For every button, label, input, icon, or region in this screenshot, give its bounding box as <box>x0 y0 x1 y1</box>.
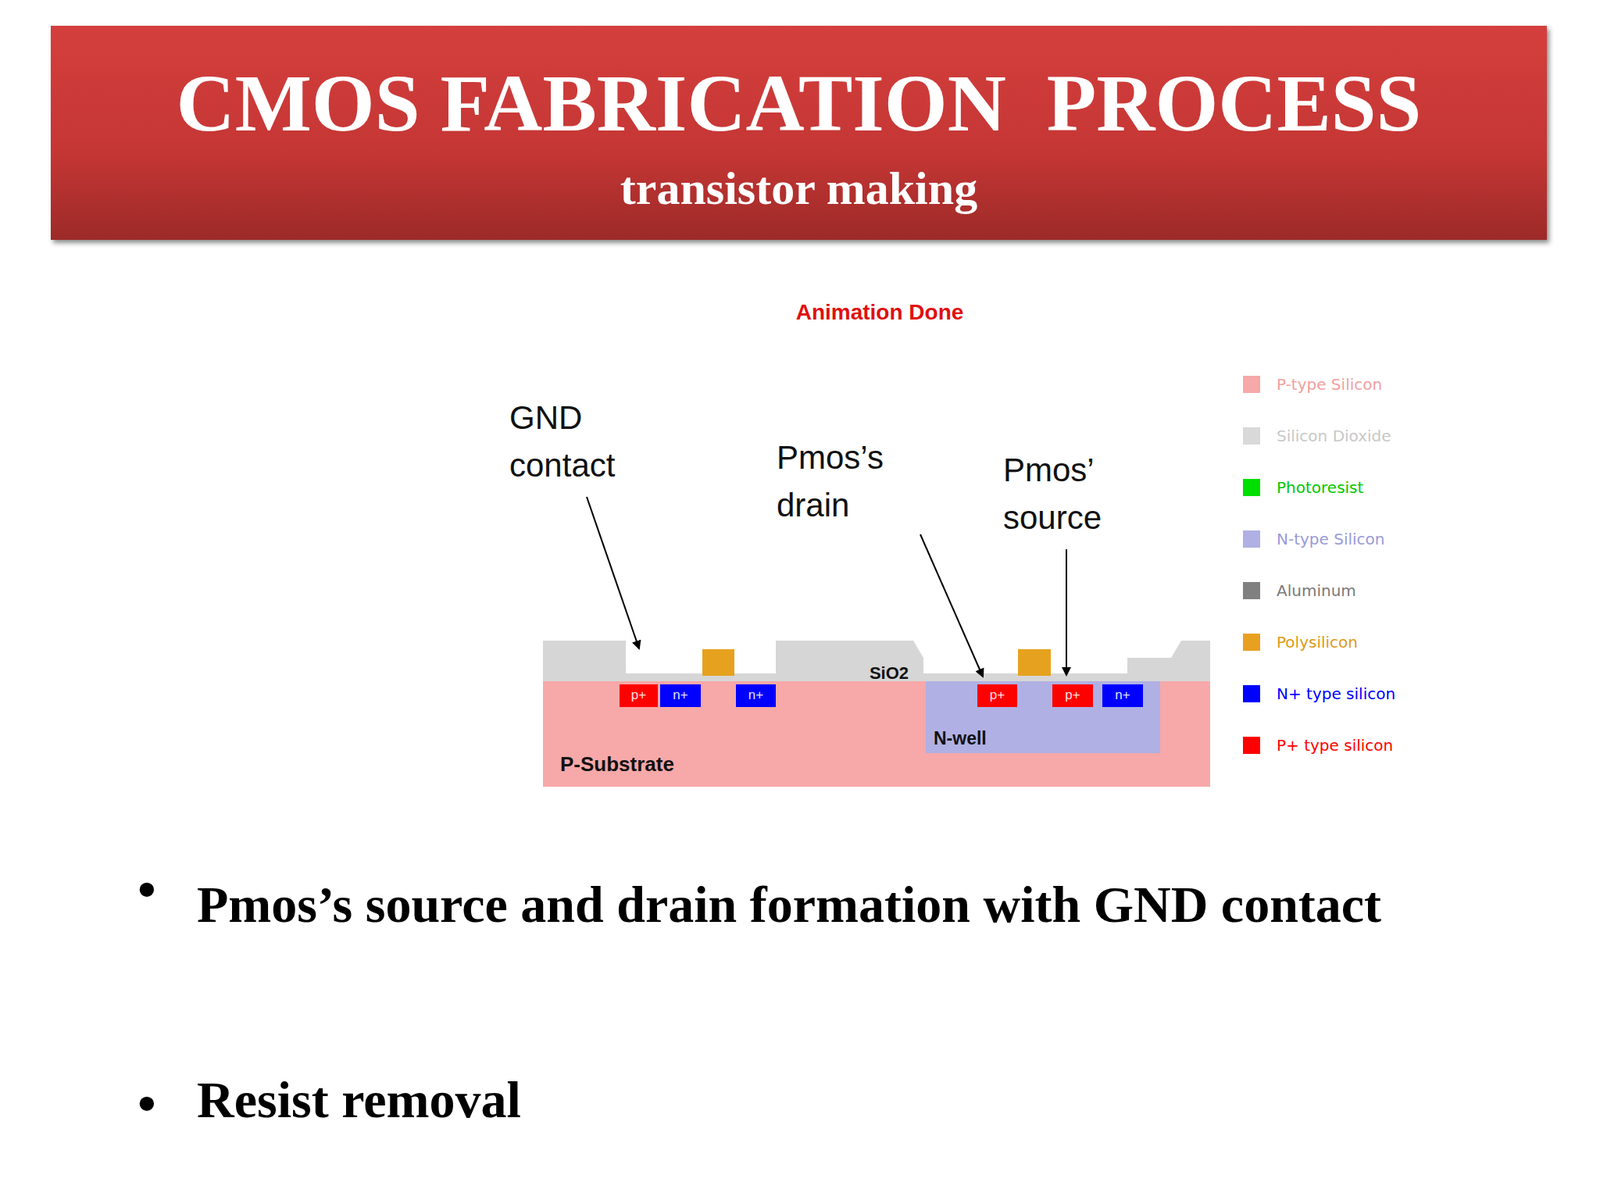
region-label: n+ <box>1114 688 1130 704</box>
n-plus-region: n+ <box>660 684 701 708</box>
bullet-text: Pmos’s source and drain formation with G… <box>196 854 1463 956</box>
bullet-mark: • <box>137 857 185 922</box>
n-plus-region: n+ <box>735 684 776 708</box>
region-label: n+ <box>748 688 764 704</box>
legend-text: P+ type silicon <box>1276 735 1393 755</box>
region-label: p+ <box>1064 688 1080 704</box>
region-label: P-Substrate <box>560 753 675 776</box>
legend-text: N-type Silicon <box>1276 529 1386 549</box>
callout-label: Pmos’s drain <box>776 434 914 530</box>
leader-arrow <box>1065 549 1068 675</box>
title-text: CMOS FABRICATION PROCESS <box>50 58 1547 148</box>
bullet-text: Resist removal <box>196 1068 1463 1131</box>
legend-swatch <box>1242 736 1261 754</box>
poly-gate <box>702 649 735 676</box>
legend-swatch <box>1242 633 1261 651</box>
legend-text: Polysilicon <box>1276 632 1358 652</box>
p-plus-region: p+ <box>1052 684 1093 708</box>
legend-text: Aluminum <box>1276 581 1357 600</box>
poly-gate <box>1017 649 1051 676</box>
legend-swatch <box>1242 375 1261 393</box>
callout-label: GND contact <box>509 394 647 490</box>
legend-text: Photoresist <box>1276 478 1364 497</box>
n-plus-region: n+ <box>1102 684 1143 708</box>
legend-text: P-type Silicon <box>1276 375 1383 394</box>
bullet-mark: • <box>137 1071 185 1136</box>
p-plus-region: p+ <box>619 684 658 708</box>
region-label: N-well <box>933 728 987 749</box>
subtitle-text: transistor making <box>50 160 1547 217</box>
region-label: p+ <box>989 688 1005 704</box>
legend-text: Silicon Dioxide <box>1276 426 1392 446</box>
region-label: n+ <box>672 688 688 704</box>
status-text: Animation Done <box>703 299 1057 326</box>
legend-swatch <box>1242 427 1261 445</box>
callout-label: Pmos’ source <box>1003 446 1140 543</box>
p-plus-region: p+ <box>977 684 1018 708</box>
legend-swatch <box>1242 478 1261 497</box>
substrate-region: P-Substrate p+ n+ n+ N-well p+ p+ n+ <box>542 681 1211 787</box>
legend-text: N+ type silicon <box>1276 684 1396 704</box>
region-label: p+ <box>631 688 647 704</box>
legend-swatch <box>1242 530 1261 548</box>
legend-swatch <box>1242 685 1261 703</box>
leader-arrow <box>586 496 640 649</box>
title-banner: CMOS FABRICATION PROCESS transistor makin… <box>50 25 1547 240</box>
legend-swatch <box>1242 582 1261 600</box>
leader-arrow <box>920 534 983 677</box>
n-well-region: N-well p+ p+ n+ <box>925 681 1161 754</box>
region-label: SiO2 <box>869 664 909 683</box>
